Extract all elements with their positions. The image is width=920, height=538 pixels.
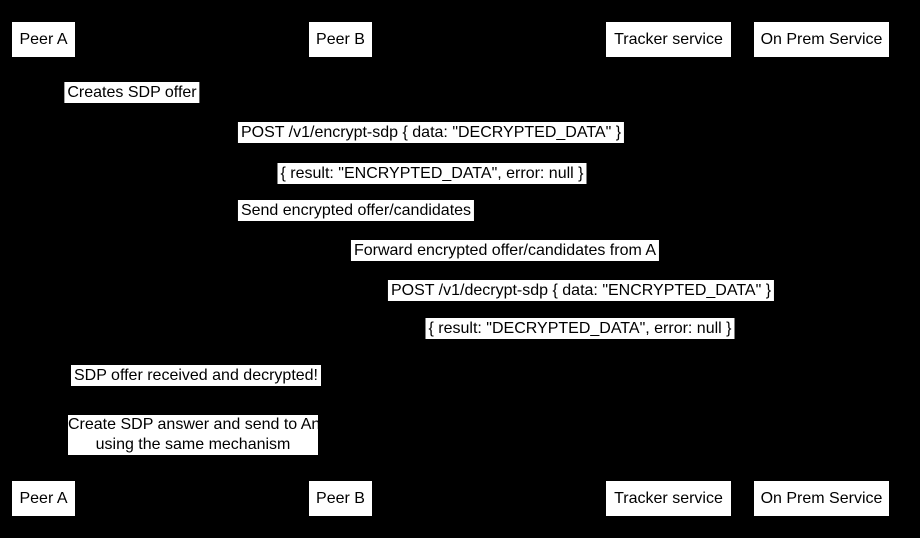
- note-line-1: Create SDP answer and send to An: [68, 416, 321, 433]
- message-sdp-offer-received: SDP offer received and decrypted!: [71, 365, 321, 386]
- actor-box-peer-a-top: Peer A: [11, 21, 76, 58]
- message-result-decrypted-data: { result: "DECRYPTED_DATA", error: null …: [425, 318, 735, 339]
- actor-box-peer-b-bottom: Peer B: [308, 480, 373, 517]
- message-send-encrypted-offer: Send encrypted offer/candidates: [237, 200, 475, 221]
- actor-box-peer-b-top: Peer B: [308, 21, 373, 58]
- note-line-2: using the same mechanism: [95, 436, 291, 453]
- message-post-decrypt-sdp: POST /v1/decrypt-sdp { data: "ENCRYPTED_…: [387, 280, 775, 301]
- message-post-encrypt-sdp: POST /v1/encrypt-sdp { data: "DECRYPTED_…: [237, 122, 625, 143]
- actor-box-tracker-service-top: Tracker service: [605, 21, 732, 58]
- message-creates-sdp-offer: Creates SDP offer: [64, 82, 200, 103]
- actor-box-tracker-service-bottom: Tracker service: [605, 480, 732, 517]
- note-create-sdp-answer: Create SDP answer and send to An using t…: [68, 415, 321, 455]
- actor-box-on-prem-service-bottom: On Prem Service: [753, 480, 890, 517]
- actor-box-peer-a-bottom: Peer A: [11, 480, 76, 517]
- actor-box-on-prem-service-top: On Prem Service: [753, 21, 890, 58]
- message-forward-encrypted-offer: Forward encrypted offer/candidates from …: [350, 240, 660, 261]
- message-result-encrypted-data: { result: "ENCRYPTED_DATA", error: null …: [277, 163, 587, 184]
